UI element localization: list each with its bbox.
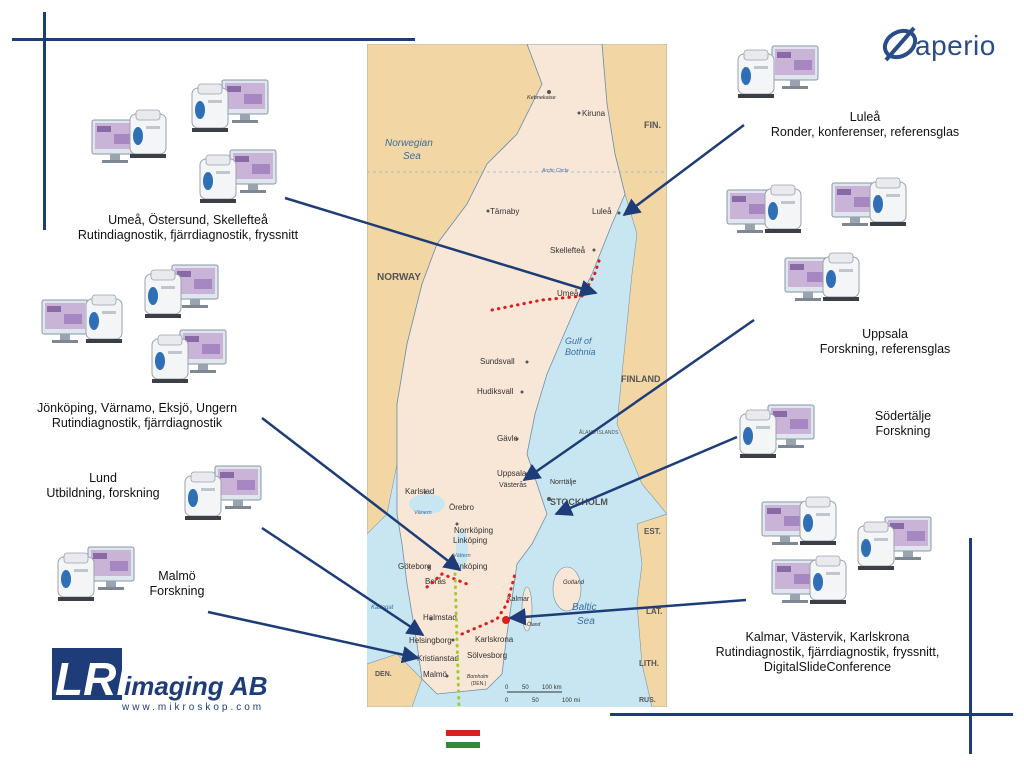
site-detail: Rutindiagnostik, fjärrdiagnostik, fryssn… [77,228,299,242]
map-city-label: Halmstad [423,613,457,622]
map-country-label: DEN. [375,671,392,678]
frame-bottom-line [610,713,1013,716]
lri-website: www.mikroskop.com [122,702,265,713]
map-scale-mi-label: 0 [505,698,509,704]
scanner-group-jonkoping [41,264,227,384]
map-island-label: (DEN.) [471,681,487,687]
map-city-label: Kristianstad [417,654,459,663]
map-island-label: Gotland [563,580,585,586]
site-name: Kalmar, Västervik, Karlskrona [745,630,910,644]
site-name: Umeå, Östersund, Skellefteå [108,213,268,227]
map-lake-label: Vättern [453,553,471,559]
site-name: Södertälje [874,409,932,423]
site-detail: Forskning [149,584,205,598]
map-island-label: Bornholm [467,674,488,680]
site-label-malmo: Malmö Forskning [127,569,227,599]
map-city-label: Hudiksvall [477,387,514,396]
scanner-group-uppsala [726,177,907,302]
site-name: Lund [89,471,117,485]
site-name: Malmö [158,569,196,583]
aperio-wordmark: aperio [915,30,996,61]
scanner-group-kalmar [761,496,932,605]
map-sea-label: Norwegian [385,138,433,149]
site-detail: Utbildning, forskning [46,486,160,500]
map-city-label: Örebro [449,503,474,512]
lri-wordmark: imaging AB [124,671,267,701]
site-label-kalmar: Kalmar, Västervik, Karlskrona Rutindiagn… [690,630,965,675]
map-city-label: Sundsvall [480,357,515,366]
map-city-label: Kiruna [582,109,606,118]
site-detail-2: DigitalSlideConference [763,660,892,674]
map-city-label: Helsingborg [409,636,452,645]
map-sea-label: Sea [577,616,595,627]
map-city-label: Västerås [499,481,527,489]
map-city-label: Gävle [497,434,518,443]
scanner-group-sodertalje [739,404,815,459]
map-sea-label: Sea [403,151,421,162]
site-detail: Ronder, konferenser, referensglas [770,125,960,139]
lri-initials: LRi [55,653,130,705]
site-name: Luleå [849,110,881,124]
map-city-label: Kebnekaise [527,95,556,101]
frame-left-line [43,12,46,230]
map-scale-km-label: 50 [522,685,529,691]
map-scale-mi-label: 50 [532,698,539,704]
map-city-label: Malmö [423,670,448,679]
site-name: Uppsala [862,327,908,341]
lri-mark-icon: LRi imaging AB [52,648,267,705]
site-label-sodertalje: Södertälje Forskning [848,409,958,439]
map-city-label: Jönköping [451,562,487,571]
frame-right-line [969,538,972,754]
frame-top-line [12,38,415,41]
map-country-label: RUS. [639,697,656,704]
site-label-uppsala: Uppsala Forskning, referensglas [780,327,990,357]
site-detail: Rutindiagnostik, fjärrdiagnostik, fryssn… [715,645,940,659]
map-city-label: Norrköping [454,526,493,535]
site-name: Jönköping, Värnamo, Eksjö, Ungern [36,401,238,415]
hungary-flag-icon [446,730,480,748]
site-detail: Rutindiagnostik, fjärrdiagnostik [51,416,223,430]
map-city-label: Uppsala [497,469,527,478]
scanner-group-lulea [737,45,819,99]
aperio-swoosh-icon [882,26,918,62]
site-detail: Forskning [875,424,931,438]
map-island-label: Öland [527,621,541,628]
site-label-umea: Umeå, Östersund, Skellefteå Rutindiagnos… [58,213,318,243]
map-city-label: Linköping [453,536,487,545]
scanner-group-malmo [57,546,135,602]
site-label-lund: Lund Utbildning, forskning [28,471,178,501]
site-label-lulea: Luleå Ronder, konferenser, referensglas [740,110,990,140]
site-label-jonkoping: Jönköping, Värnamo, Eksjö, Ungern Rutind… [12,401,262,431]
map-city-label: Luleå [592,207,612,216]
map-city-label: Borås [425,577,446,586]
map-arctic-label: Arctic Circle [541,168,569,174]
map-scale-mi-label: 100 mi [562,698,580,704]
scanner-group-umea [91,79,277,204]
scanner-group-lund [184,465,262,521]
site-detail: Forskning, referensglas [819,342,951,356]
map-scale-km-label: 0 [505,685,509,691]
map-city-label: Karlskrona [475,635,514,644]
map-country-label: EST. [644,527,661,536]
map-city-label: Sölvesborg [467,651,507,660]
map-scale-km-label: 100 km [542,685,562,691]
map-country-label: LITH. [639,659,659,668]
